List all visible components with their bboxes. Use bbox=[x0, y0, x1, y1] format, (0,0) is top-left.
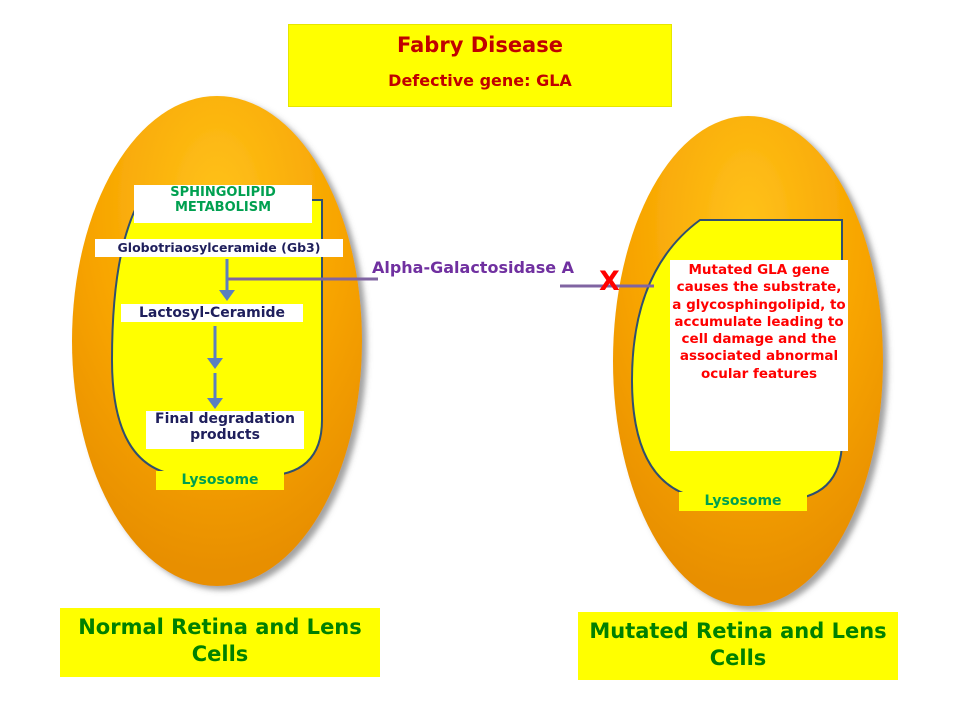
pathway-arrow-1 bbox=[219, 259, 235, 301]
mutated-cell-caption: Mutated Retina and Lens Cells bbox=[578, 612, 898, 680]
normal-lysosome bbox=[110, 199, 323, 477]
title-box: Fabry Disease Defective gene: GLA bbox=[288, 24, 672, 107]
pathway-step-gb3: Globotriaosylceramide (Gb3) bbox=[95, 239, 343, 257]
diagram-subtitle: Defective gene: GLA bbox=[388, 71, 572, 90]
enzyme-label: Alpha-Galactosidase A bbox=[371, 258, 575, 277]
diagram-title: Fabry Disease bbox=[397, 33, 563, 57]
enzyme-blocked-mark: X bbox=[599, 266, 620, 297]
pathway-arrow-3 bbox=[207, 373, 223, 409]
pathway-heading: SPHINGOLIPID METABOLISM bbox=[134, 185, 312, 223]
pathway-step-lactosyl-ceramide: Lactosyl-Ceramide bbox=[121, 304, 303, 322]
normal-lysosome-label: Lysosome bbox=[156, 471, 284, 490]
pathway-step-final-products: Final degradation products bbox=[146, 411, 304, 449]
normal-cell-caption: Normal Retina and Lens Cells bbox=[60, 608, 380, 677]
mutated-lysosome-label: Lysosome bbox=[679, 492, 807, 511]
mutation-description: Mutated GLA gene causes the substrate, a… bbox=[670, 260, 848, 451]
pathway-arrow-2 bbox=[207, 326, 223, 369]
